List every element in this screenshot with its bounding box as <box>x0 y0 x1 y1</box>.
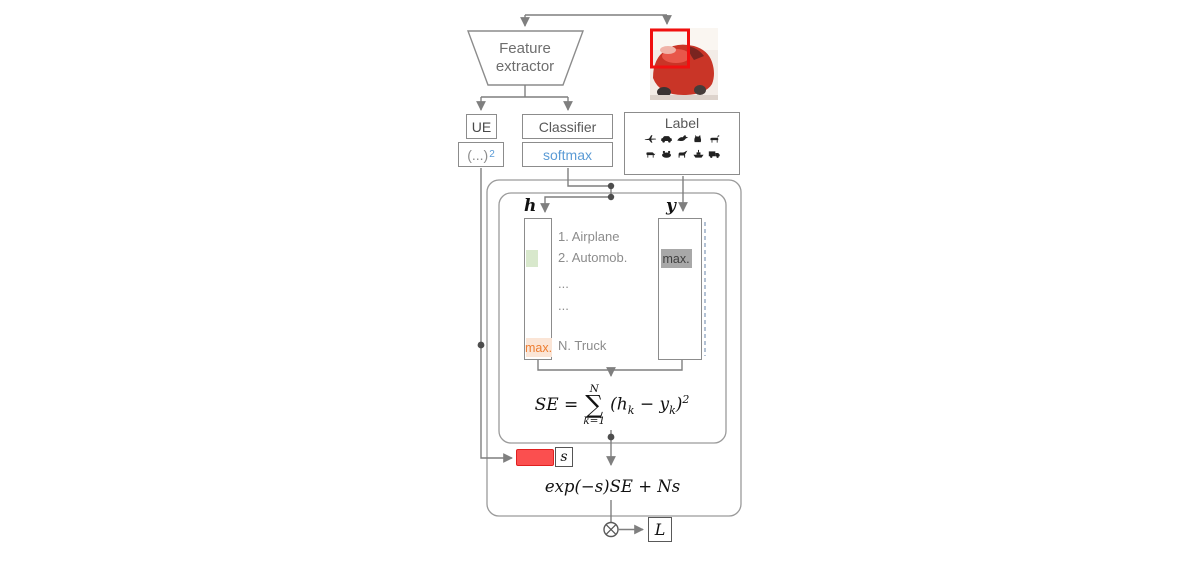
sum-lower-limit: k=1 <box>583 415 606 427</box>
truck-icon <box>708 148 721 159</box>
h-vector: max. <box>524 218 552 360</box>
class-row-ellipsis: ... <box>558 276 569 291</box>
h-max-cell: max. <box>525 338 552 357</box>
class-row-truck: N. Truck <box>558 338 607 353</box>
loss-outer-box <box>486 179 742 517</box>
ue-to-s-connector <box>480 168 513 463</box>
ue-label: UE <box>471 118 492 135</box>
classifier-box: Classifier <box>522 114 613 139</box>
square-op-base: (...) <box>467 146 489 163</box>
vectors-merge-bracket <box>537 360 683 371</box>
se-inner-box <box>498 192 727 444</box>
y-vector-label: y <box>666 196 676 216</box>
summation-symbol: N ∑ k=1 <box>583 383 606 427</box>
deer-icon <box>708 133 721 144</box>
dog-icon <box>644 148 657 159</box>
h-vector-label: h <box>524 196 537 216</box>
red-bounding-box <box>650 28 690 69</box>
bird-icon <box>676 133 689 144</box>
automobile-icon <box>660 133 673 144</box>
square-op-exponent: 2 <box>489 149 495 160</box>
y-max-cell: max. <box>660 249 692 268</box>
softmax-label: softmax <box>542 146 592 163</box>
classifier-label: Classifier <box>538 118 597 135</box>
class-row-airplane: 1. Airplane <box>558 229 620 244</box>
cat-icon <box>692 133 705 144</box>
loss-output-box: L <box>648 517 672 542</box>
softmax-box: softmax <box>522 142 613 167</box>
s-value-highlight <box>516 449 554 466</box>
se-term: (hk − yk)2 <box>610 392 690 418</box>
ue-box: UE <box>466 114 497 139</box>
junction-dot <box>477 341 485 349</box>
se-lhs: SE = <box>534 395 579 415</box>
sigma-icon: ∑ <box>585 390 604 419</box>
sum-upper-limit: N <box>589 383 599 395</box>
label-title: Label <box>664 115 700 131</box>
class-row-ellipsis: ... <box>558 298 569 313</box>
feature-extractor-label: Feature extractor <box>495 40 555 75</box>
class-icon-row-2 <box>644 146 721 161</box>
h-true-class-cell <box>526 250 538 267</box>
ship-icon <box>692 148 705 159</box>
junction-dot <box>607 433 615 441</box>
square-op-box: (...)2 <box>458 142 504 167</box>
y-vector: max. <box>658 218 702 360</box>
class-row-automobile: 2. Automob. <box>558 250 628 265</box>
feature-extractor-shape <box>466 30 585 86</box>
loss-formula: exp(−s)SE + Ns <box>544 477 681 496</box>
frog-icon <box>660 148 673 159</box>
junction-dot <box>607 182 615 190</box>
input-image <box>650 28 718 100</box>
softmax-to-h-connector <box>540 168 612 213</box>
airplane-icon <box>644 133 657 144</box>
junction-dot <box>607 193 615 201</box>
multiply-cross <box>605 524 617 535</box>
se-formula: SE = N ∑ k=1 (hk − yk)2 <box>528 376 696 434</box>
class-icon-row-1 <box>644 131 721 146</box>
s-label-box: s <box>555 447 573 467</box>
horse-icon <box>676 148 689 159</box>
label-box: Label <box>624 112 740 175</box>
